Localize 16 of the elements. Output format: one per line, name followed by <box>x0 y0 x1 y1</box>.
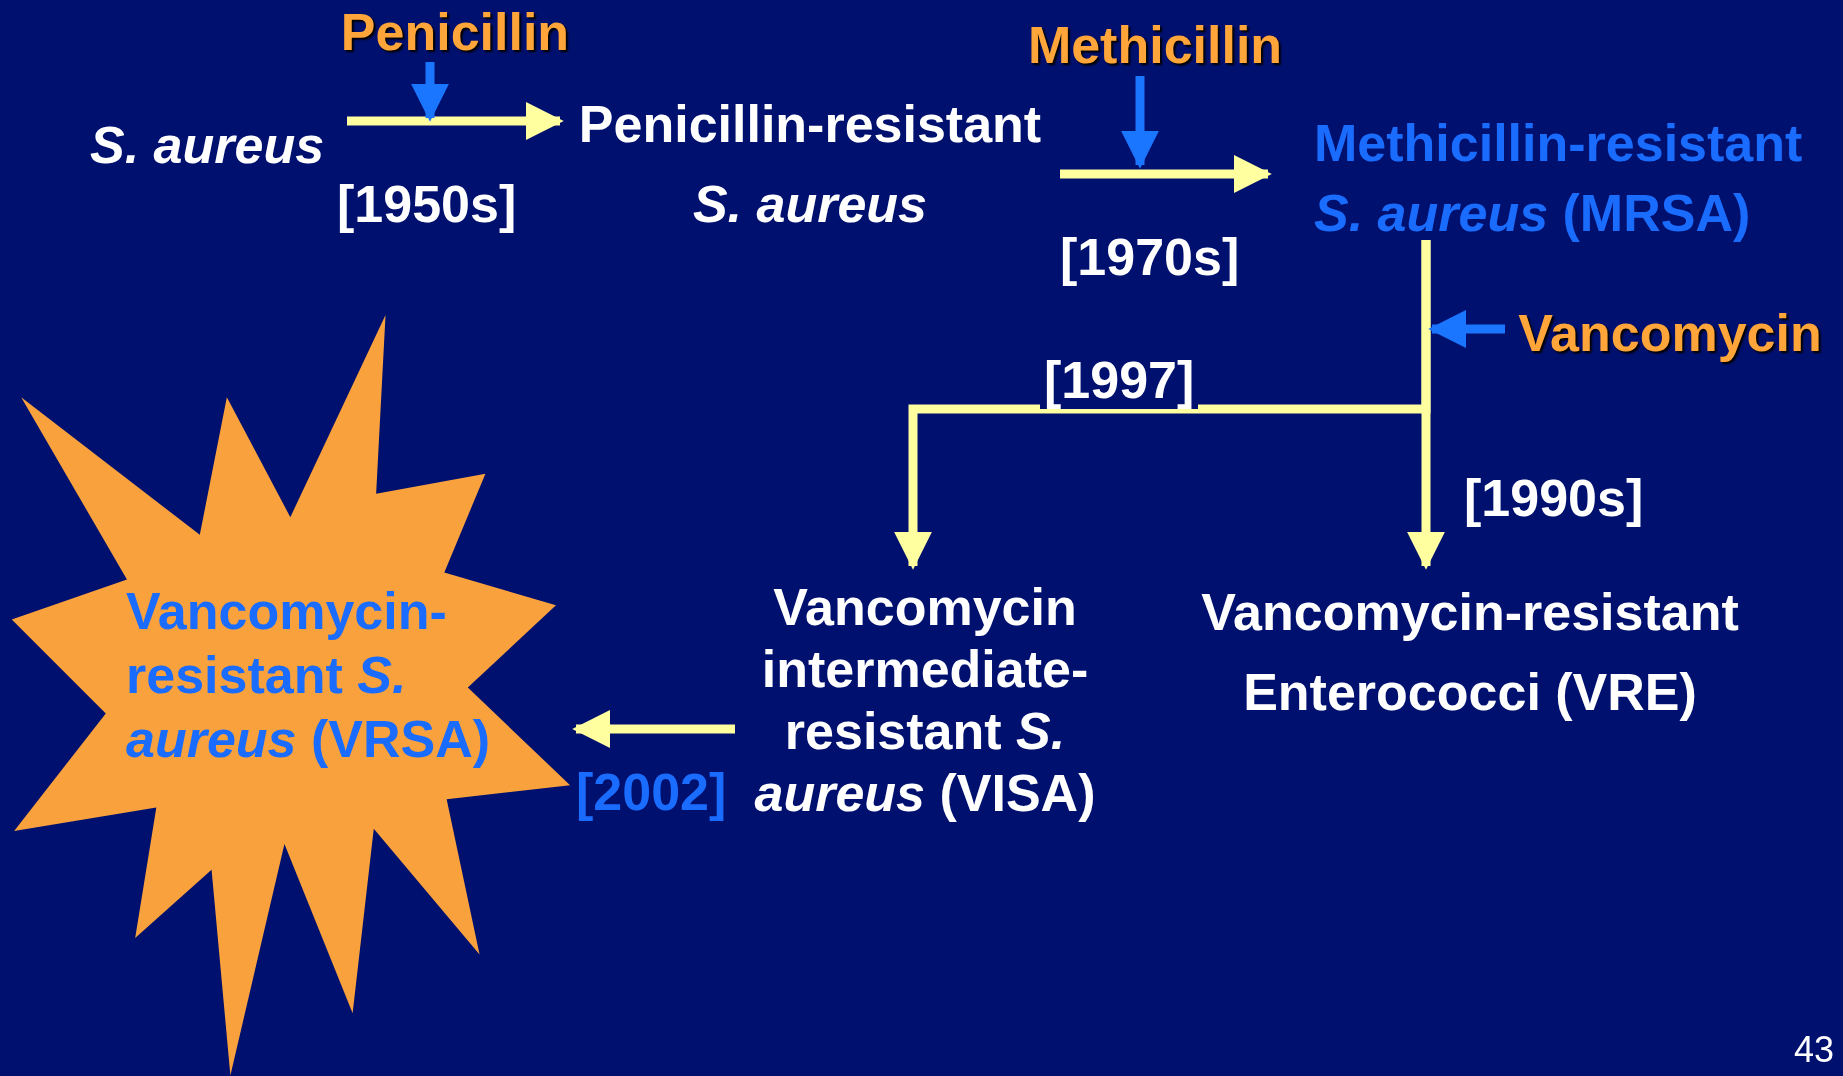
arrow <box>572 710 735 748</box>
arrow <box>1407 240 1445 570</box>
arrow <box>1121 76 1159 169</box>
drug-label: Penicillin <box>339 2 571 62</box>
drug-label: Vancomycin <box>1517 303 1823 364</box>
organism-label: Vancomycin intermediate-resistant S. aureus (VISA) <box>753 577 1097 824</box>
drug-label: Methicillin <box>1026 15 1284 76</box>
organism-label: Vancomycin-resistant Enterococci (VRE) <box>1200 582 1740 723</box>
arrow <box>347 102 564 140</box>
arrow <box>1060 155 1272 193</box>
organism-label: Vancomycin-resistant S. aureus (VRSA) <box>126 581 492 770</box>
organism-label: Methicillin-resistant S. aureus (MRSA) <box>1313 113 1804 244</box>
arrow <box>411 62 449 122</box>
organism-label: Penicillin-resistant S. aureus <box>577 94 1043 235</box>
organism-label: S. aureus <box>90 115 326 176</box>
arrow <box>1428 310 1505 348</box>
